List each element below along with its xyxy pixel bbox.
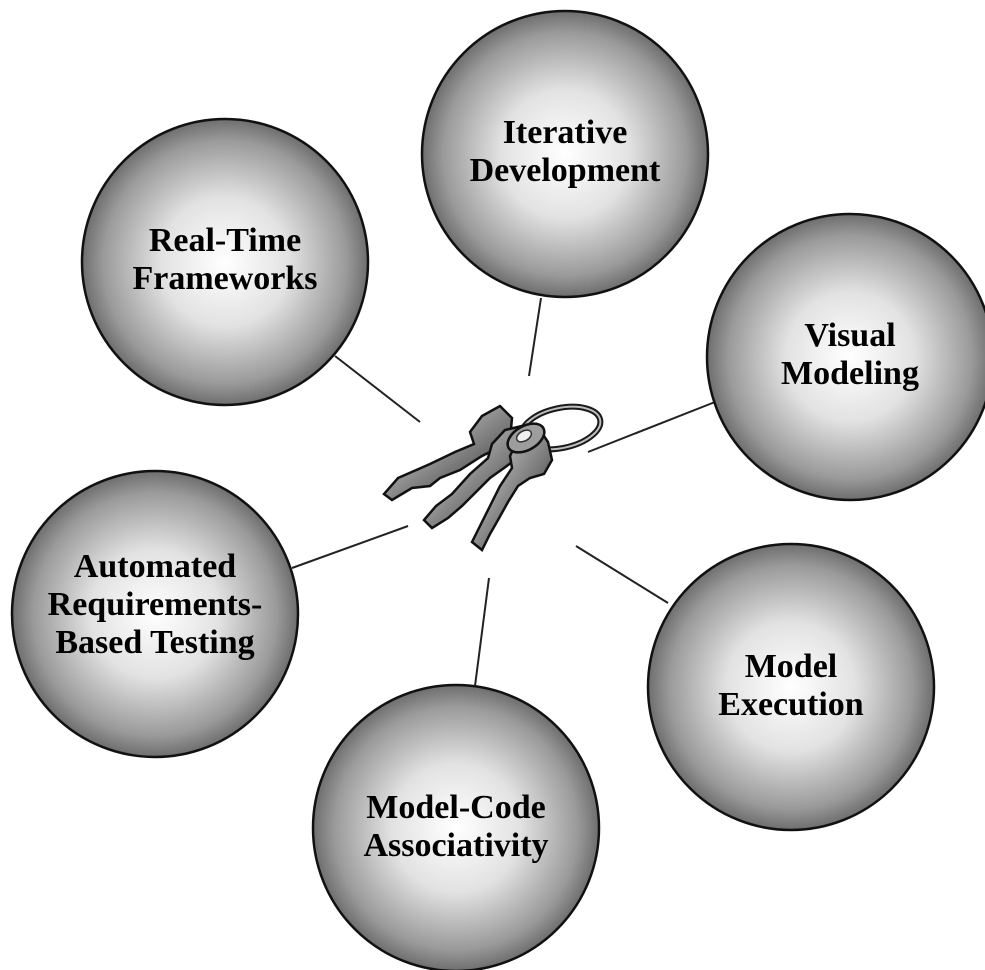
sphere-iterative-development — [420, 9, 710, 299]
label-automated-testing: Automated Requirements- Based Testing — [25, 548, 285, 662]
connector-model-code-associativity — [474, 577, 490, 687]
iterative-development-line-1: Iterative — [502, 114, 628, 151]
label-model-execution: Model Execution — [661, 648, 921, 724]
model-execution-line-2: Execution — [718, 686, 864, 723]
label-iterative-development: Iterative Development — [435, 114, 695, 190]
real-time-frameworks-line-2: Frameworks — [132, 260, 318, 297]
visual-modeling-line-2: Modeling — [781, 355, 919, 392]
iterative-development-line-2: Development — [469, 152, 661, 189]
connector-iterative-development — [528, 297, 542, 377]
spheres — [10, 9, 985, 970]
connector-visual-modeling — [587, 401, 716, 453]
sphere-model-execution — [646, 542, 936, 832]
connector-real-time-frameworks — [334, 355, 421, 423]
real-time-frameworks-line-1: Real-Time — [148, 222, 302, 259]
sphere-model-code-associativity — [311, 683, 601, 970]
connector-automated-testing — [291, 525, 409, 569]
label-visual-modeling: Visual Modeling — [720, 317, 980, 393]
connector-model-execution — [575, 545, 669, 604]
sphere-automated-testing — [10, 469, 300, 759]
model-execution-line-1: Model — [744, 648, 838, 685]
visual-modeling-line-1: Visual — [804, 317, 896, 354]
connector-lines — [291, 297, 716, 687]
label-real-time-frameworks: Real-Time Frameworks — [95, 222, 355, 298]
model-code-associativity-line-1: Model-Code — [366, 789, 546, 826]
sphere-visual-modeling — [705, 212, 985, 502]
sphere-real-time-frameworks — [80, 117, 370, 407]
model-code-associativity-line-2: Associativity — [363, 827, 549, 864]
automated-testing-line-3: Based Testing — [55, 624, 255, 661]
automated-testing-line-2: Requirements- — [47, 586, 263, 623]
label-model-code-associativity: Model-Code Associativity — [326, 789, 586, 865]
key-ring-icon — [382, 403, 604, 552]
automated-testing-line-1: Automated — [73, 548, 237, 585]
